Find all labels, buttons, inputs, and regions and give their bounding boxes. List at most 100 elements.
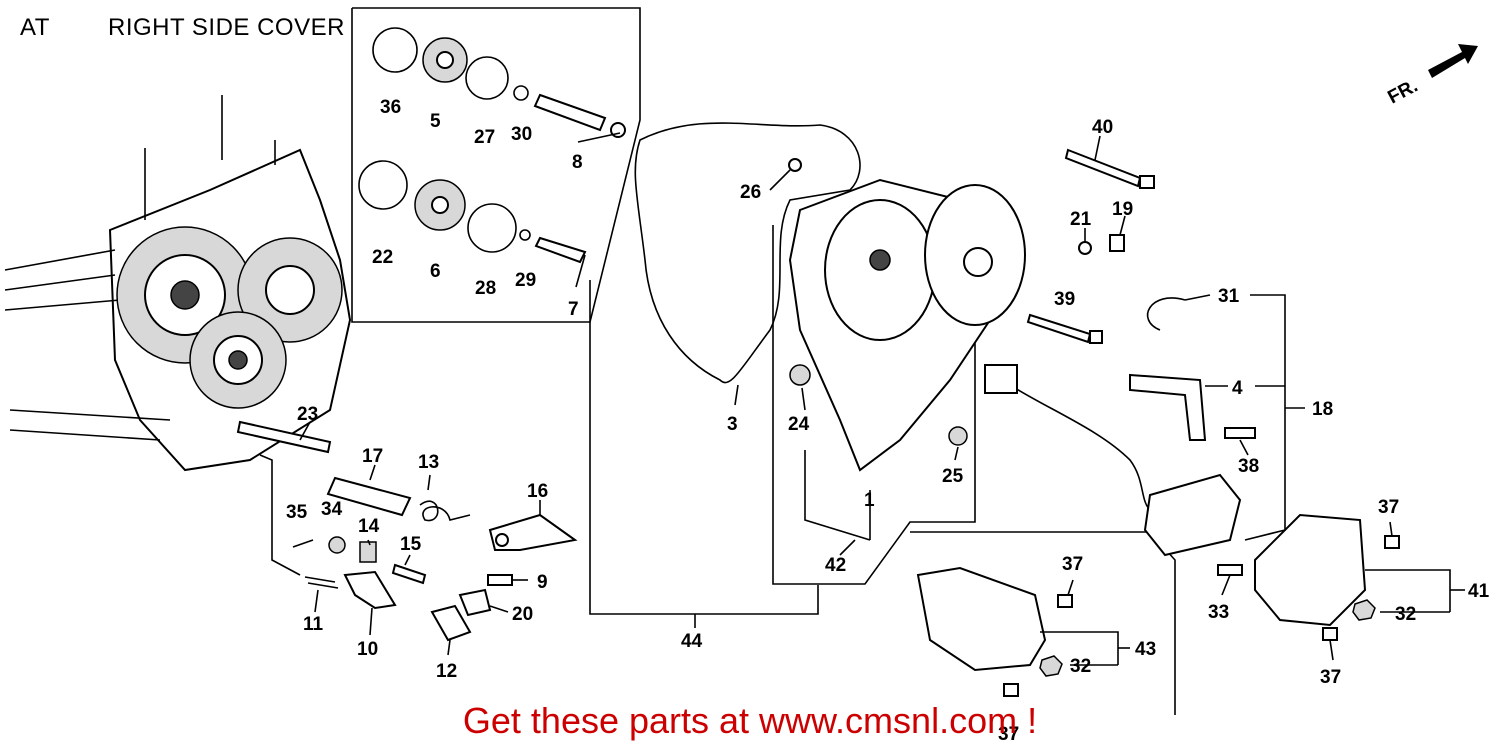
part-label-24: 24 (788, 414, 810, 435)
part-label-39: 39 (1054, 289, 1075, 310)
part-label-20: 20 (512, 604, 533, 625)
part-label-19: 19 (1112, 199, 1133, 220)
part-label-5: 5 (430, 111, 441, 132)
oring-29 (519, 229, 531, 241)
arm-10 (343, 570, 397, 610)
part-number-labels: 36 5 27 30 8 22 6 28 29 7 26 40 21 19 39… (286, 97, 1490, 745)
circlip-36 (372, 27, 418, 73)
part-label-30: 30 (511, 124, 532, 145)
washer-21 (1078, 241, 1092, 255)
crankcase (4, 95, 352, 472)
part-label-10: 10 (357, 639, 378, 660)
guard-41 (1254, 513, 1367, 627)
part-label-12: 12 (436, 661, 457, 682)
bolt-19 (1109, 234, 1125, 252)
part-label-28: 28 (475, 278, 496, 299)
part-label-15: 15 (400, 534, 422, 555)
bolt-37c (1384, 535, 1400, 549)
part-label-4: 4 (1232, 378, 1243, 399)
front-direction-arrow: FR. (1384, 44, 1478, 108)
part-label-36: 36 (380, 97, 401, 118)
part-label-18: 18 (1312, 399, 1333, 420)
part-label-43: 43 (1135, 639, 1156, 660)
bolt-37d (1322, 627, 1338, 641)
shaft-7 (534, 236, 587, 264)
part-label-16: 16 (527, 481, 548, 502)
oring-28 (467, 203, 517, 253)
part-label-40: 40 (1092, 117, 1113, 138)
washer-26 (788, 158, 802, 172)
diagram-code: AT (20, 14, 50, 41)
pin-35 (292, 539, 314, 548)
part-label-37d: 37 (1320, 667, 1341, 688)
promo-link-text[interactable]: Get these parts at www.cmsnl.com ! (462, 700, 1038, 741)
part-label-44: 44 (681, 631, 703, 652)
bolt-37b (1003, 683, 1019, 697)
part-label-35: 35 (286, 502, 308, 523)
part-label-13: 13 (418, 452, 439, 473)
stopper-12 (430, 604, 472, 642)
part-label-6: 6 (430, 261, 441, 282)
part-label-31: 31 (1218, 286, 1240, 307)
part-label-22: 22 (372, 247, 393, 268)
circlip-22 (358, 160, 408, 210)
part-label-21: 21 (1070, 209, 1092, 230)
diagram-title: RIGHT SIDE COVER (108, 14, 345, 41)
part-label-9: 9 (537, 572, 548, 593)
bolt-37a (1057, 594, 1073, 608)
oring-27 (465, 56, 509, 100)
part-label-7: 7 (568, 299, 579, 320)
front-label: FR. (1384, 76, 1421, 109)
part-label-41: 41 (1468, 581, 1490, 602)
part-label-34: 34 (321, 499, 343, 520)
collar-14 (359, 541, 377, 563)
sensor-18 (1143, 473, 1242, 557)
part-label-37a: 37 (1062, 554, 1083, 575)
nut-32b (1352, 599, 1376, 621)
part-label-32a: 32 (1070, 656, 1091, 677)
part-label-37b: 37 (998, 724, 1019, 745)
shaft-8 (533, 93, 607, 132)
leader-lines (259, 132, 1465, 666)
gasket-3 (634, 122, 861, 384)
bolt-15 (391, 563, 427, 585)
part-label-25: 25 (942, 466, 964, 487)
part-label-29: 29 (515, 270, 536, 291)
part-label-33: 33 (1208, 602, 1229, 623)
pin-23 (236, 420, 332, 454)
part-label-1: 1 (864, 490, 875, 511)
part-label-32b: 32 (1395, 604, 1416, 625)
arm-16 (488, 513, 578, 551)
spring-11 (304, 576, 339, 589)
part-label-27: 27 (474, 127, 495, 148)
group-box-44 (589, 280, 819, 615)
guard-43 (916, 566, 1047, 672)
part-label-38: 38 (1238, 456, 1259, 477)
plate-20 (458, 588, 492, 617)
spring-13 (419, 500, 471, 522)
bearing-25 (948, 426, 968, 446)
part-label-26: 26 (740, 182, 761, 203)
part-label-42: 42 (825, 555, 846, 576)
nut-32a (1039, 655, 1063, 677)
seal-24 (789, 364, 811, 386)
oring-30 (513, 85, 529, 101)
part-label-11: 11 (303, 614, 324, 635)
bolt-38 (1224, 427, 1256, 439)
part-label-17: 17 (362, 446, 383, 467)
clamp-31 (1146, 297, 1186, 331)
nut-34 (328, 536, 346, 554)
bolt-9 (487, 574, 513, 586)
group-box-top (351, 7, 641, 323)
cover-1 (788, 178, 1026, 472)
harness (1009, 384, 1151, 511)
shaft-17 (326, 476, 412, 517)
part-label-3: 3 (727, 414, 738, 435)
part-label-14: 14 (358, 516, 380, 537)
bolt-39 (1026, 313, 1092, 344)
group-box-42 (772, 225, 976, 585)
part-label-37c: 37 (1378, 497, 1399, 518)
bracket-4 (1129, 373, 1207, 441)
